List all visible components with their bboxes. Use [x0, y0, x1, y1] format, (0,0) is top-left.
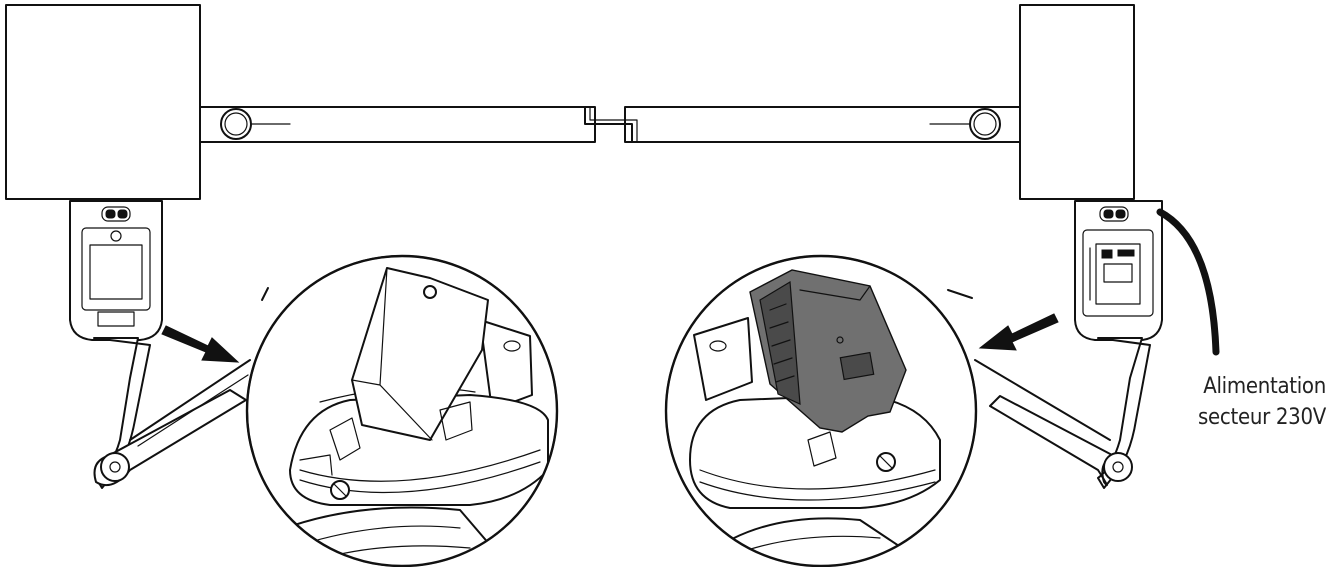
right-pillar	[1019, 4, 1135, 200]
power-supply-label-line2: secteur 230V	[1198, 405, 1326, 430]
left-pillar	[5, 4, 201, 200]
left-motor-arm	[69, 200, 251, 489]
arrow-right-icon	[161, 325, 240, 363]
power-supply-label-line1: Alimentation	[1203, 374, 1326, 399]
arrow-left-icon	[978, 313, 1059, 351]
detail-circle-control-module	[664, 254, 978, 567]
power-supply-label: Alimentation secteur 230V	[1198, 371, 1326, 433]
power-cable	[1156, 208, 1220, 356]
detail-circle-cover	[245, 254, 559, 567]
right-motor-arm	[974, 200, 1163, 489]
gate-beam	[199, 106, 1021, 143]
